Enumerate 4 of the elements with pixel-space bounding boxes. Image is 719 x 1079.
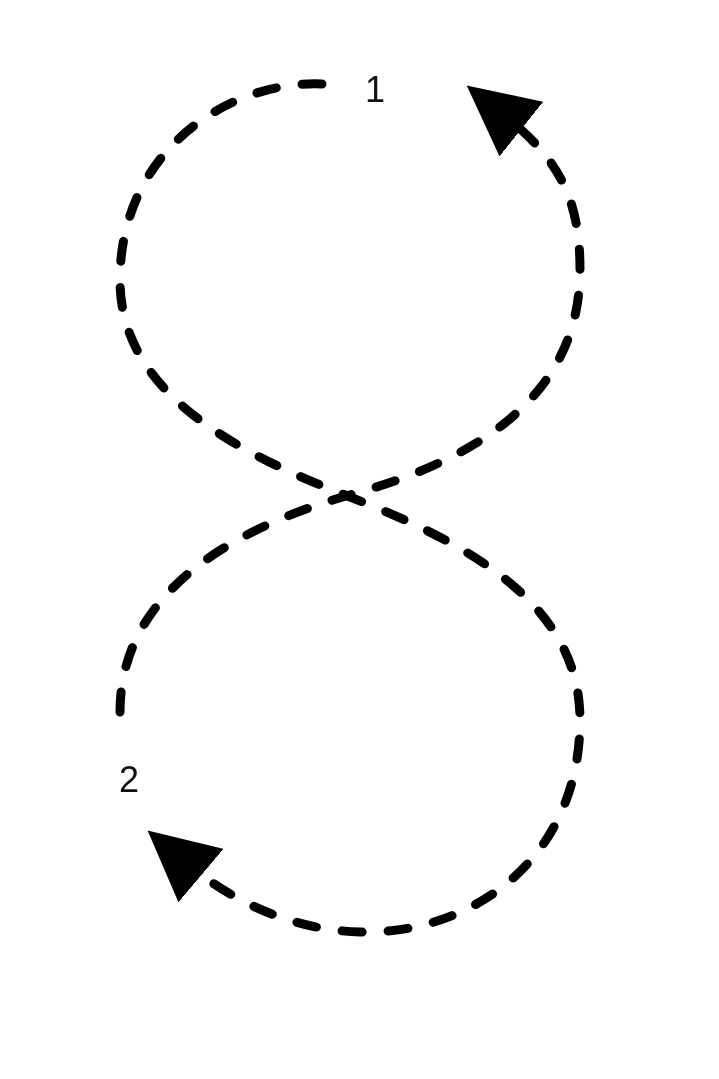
arrow (115, 79, 585, 937)
step-number: 1 (358, 70, 392, 110)
step-number: 2 (112, 760, 146, 800)
arrow (115, 84, 585, 717)
